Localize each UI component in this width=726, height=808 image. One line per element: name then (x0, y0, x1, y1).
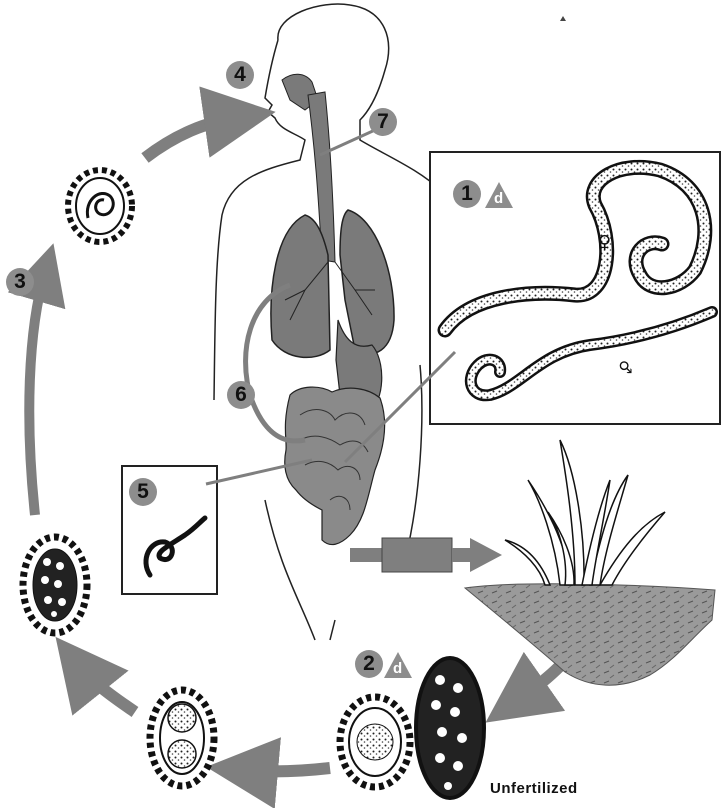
stage-6-badge: 6 (227, 381, 255, 409)
soil (465, 584, 715, 685)
unfertilized-caption: Unfertilized (490, 780, 578, 797)
arrow-stage-2-to-3 (29, 272, 45, 515)
stage-4-badge: 4 (226, 61, 254, 89)
arrow-stage-3-to-4 (145, 117, 240, 158)
intestines (285, 387, 385, 545)
fertilized-egg (340, 697, 410, 787)
stage-3-badge: 3 (6, 268, 34, 296)
arrow-embryo-to-larva (78, 665, 135, 712)
two-cell-egg (150, 690, 214, 786)
unfertilized-egg (416, 658, 484, 798)
infective-egg (68, 170, 132, 242)
feces-arrow (350, 538, 502, 572)
developing-egg (23, 537, 87, 633)
diagnostic-stage-letter-2: d (393, 660, 402, 677)
diagnostic-stage-letter-1: d (494, 190, 503, 207)
stage-1-badge: 1 (453, 180, 481, 208)
stage-5-badge: 5 (129, 478, 157, 506)
corner-mark (560, 16, 566, 21)
grass (505, 440, 665, 585)
female-symbol: ♀ (598, 232, 611, 253)
male-symbol: ♂ (616, 360, 635, 374)
left-lung (271, 215, 330, 357)
stage-7-badge: 7 (369, 108, 397, 136)
stage-2-badge: 2 (355, 650, 383, 678)
arrow-egg-to-embryo (242, 768, 330, 771)
right-lung (340, 210, 394, 354)
